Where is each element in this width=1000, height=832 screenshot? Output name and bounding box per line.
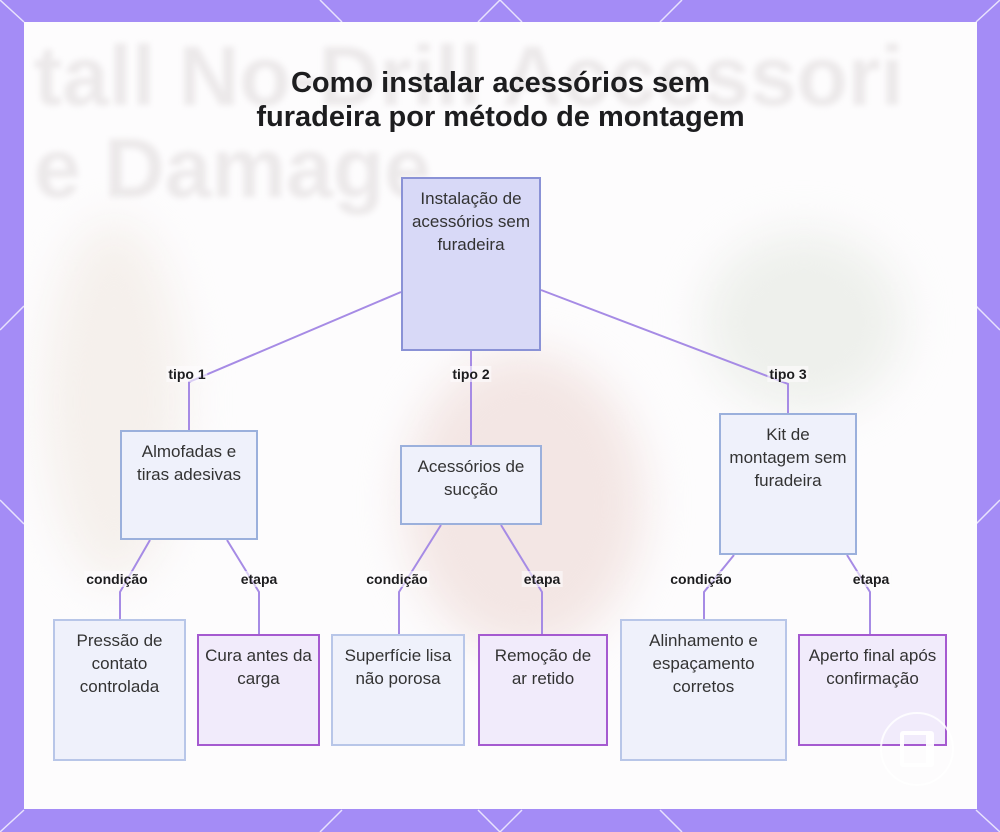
edge-label-etapa-1: etapa [239, 571, 280, 587]
edge-label-condicao-2: condição [364, 571, 429, 587]
edge-label-tipo-2: tipo 2 [450, 366, 491, 382]
edge-label-etapa-3: etapa [851, 571, 892, 587]
root-node: Instalação de acessórios sem furadeira [401, 177, 541, 351]
category-node-mount-kit: Kit de montagem sem furadeira [719, 413, 857, 555]
page-title: Como instalar acessórios sem furadeira p… [24, 66, 977, 134]
edge-label-tipo-3: tipo 3 [767, 366, 808, 382]
edge-tipo1-etapa [227, 540, 259, 634]
edge-root-tipo-3 [541, 290, 788, 413]
edge-tipo3-condicao [704, 555, 734, 619]
condition-node-suction: Superfície lisa não porosa [331, 634, 465, 746]
step-node-suction: Remoção de ar retido [478, 634, 608, 746]
condition-node-mount-kit: Alinhamento e espaçamento corretos [620, 619, 787, 761]
brand-logo-icon [880, 712, 954, 786]
diagram-card: tall No-Drill Accessori e Damage Como in… [24, 22, 977, 809]
step-node-adhesive: Cura antes da carga [197, 634, 320, 746]
edge-label-tipo-1: tipo 1 [166, 366, 207, 382]
edge-label-condicao-3: condição [668, 571, 733, 587]
edge-label-condicao-1: condição [84, 571, 149, 587]
edge-label-etapa-2: etapa [522, 571, 563, 587]
category-node-suction: Acessórios de sucção [400, 445, 542, 525]
brand-logo-mark-icon [900, 731, 934, 767]
edge-tipo3-etapa [847, 555, 870, 634]
edge-root-tipo-1 [189, 292, 401, 430]
category-node-adhesive: Almofadas e tiras adesivas [120, 430, 258, 540]
condition-node-adhesive: Pressão de contato controlada [53, 619, 186, 761]
